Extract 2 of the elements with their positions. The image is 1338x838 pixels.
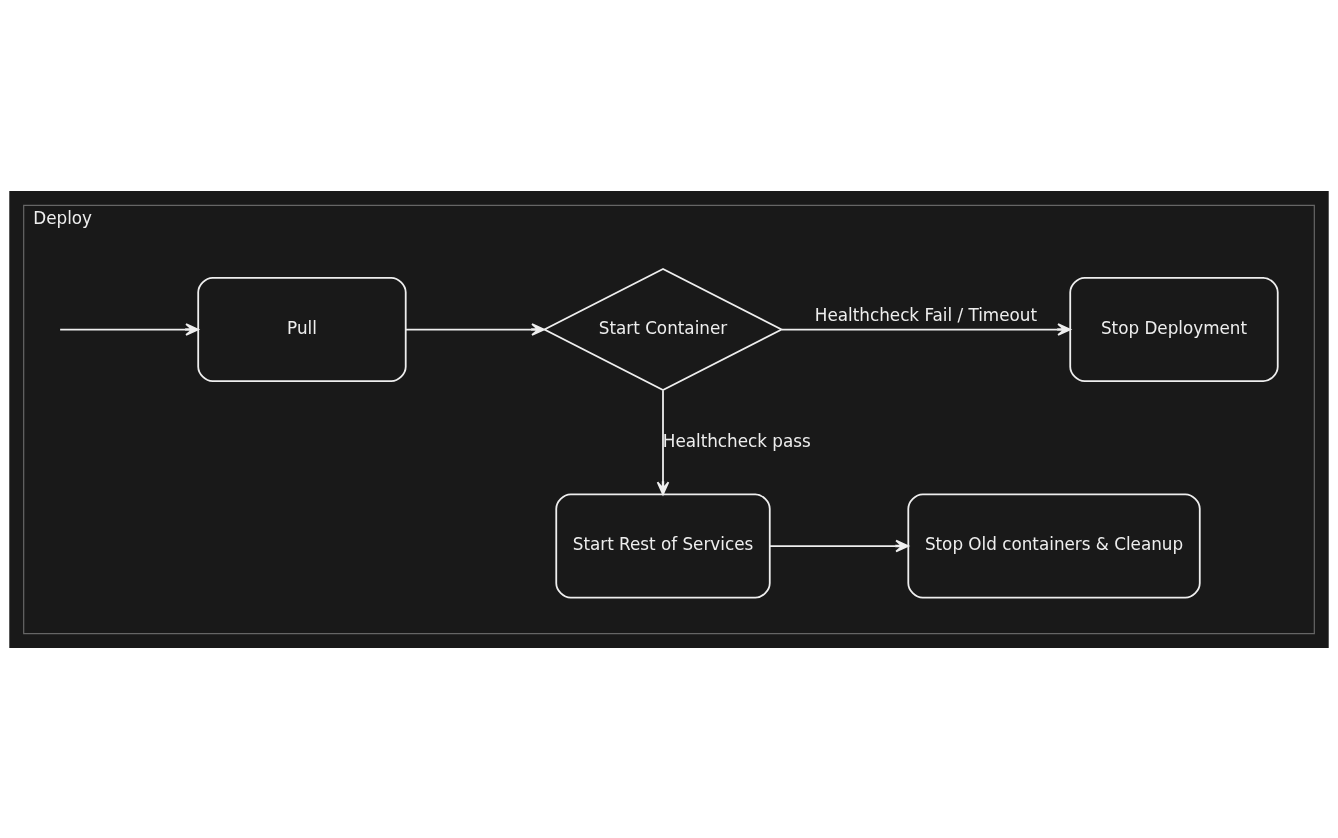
- edge-label: Healthcheck pass: [662, 430, 811, 451]
- edge-label: Healthcheck Fail / Timeout: [814, 304, 1038, 325]
